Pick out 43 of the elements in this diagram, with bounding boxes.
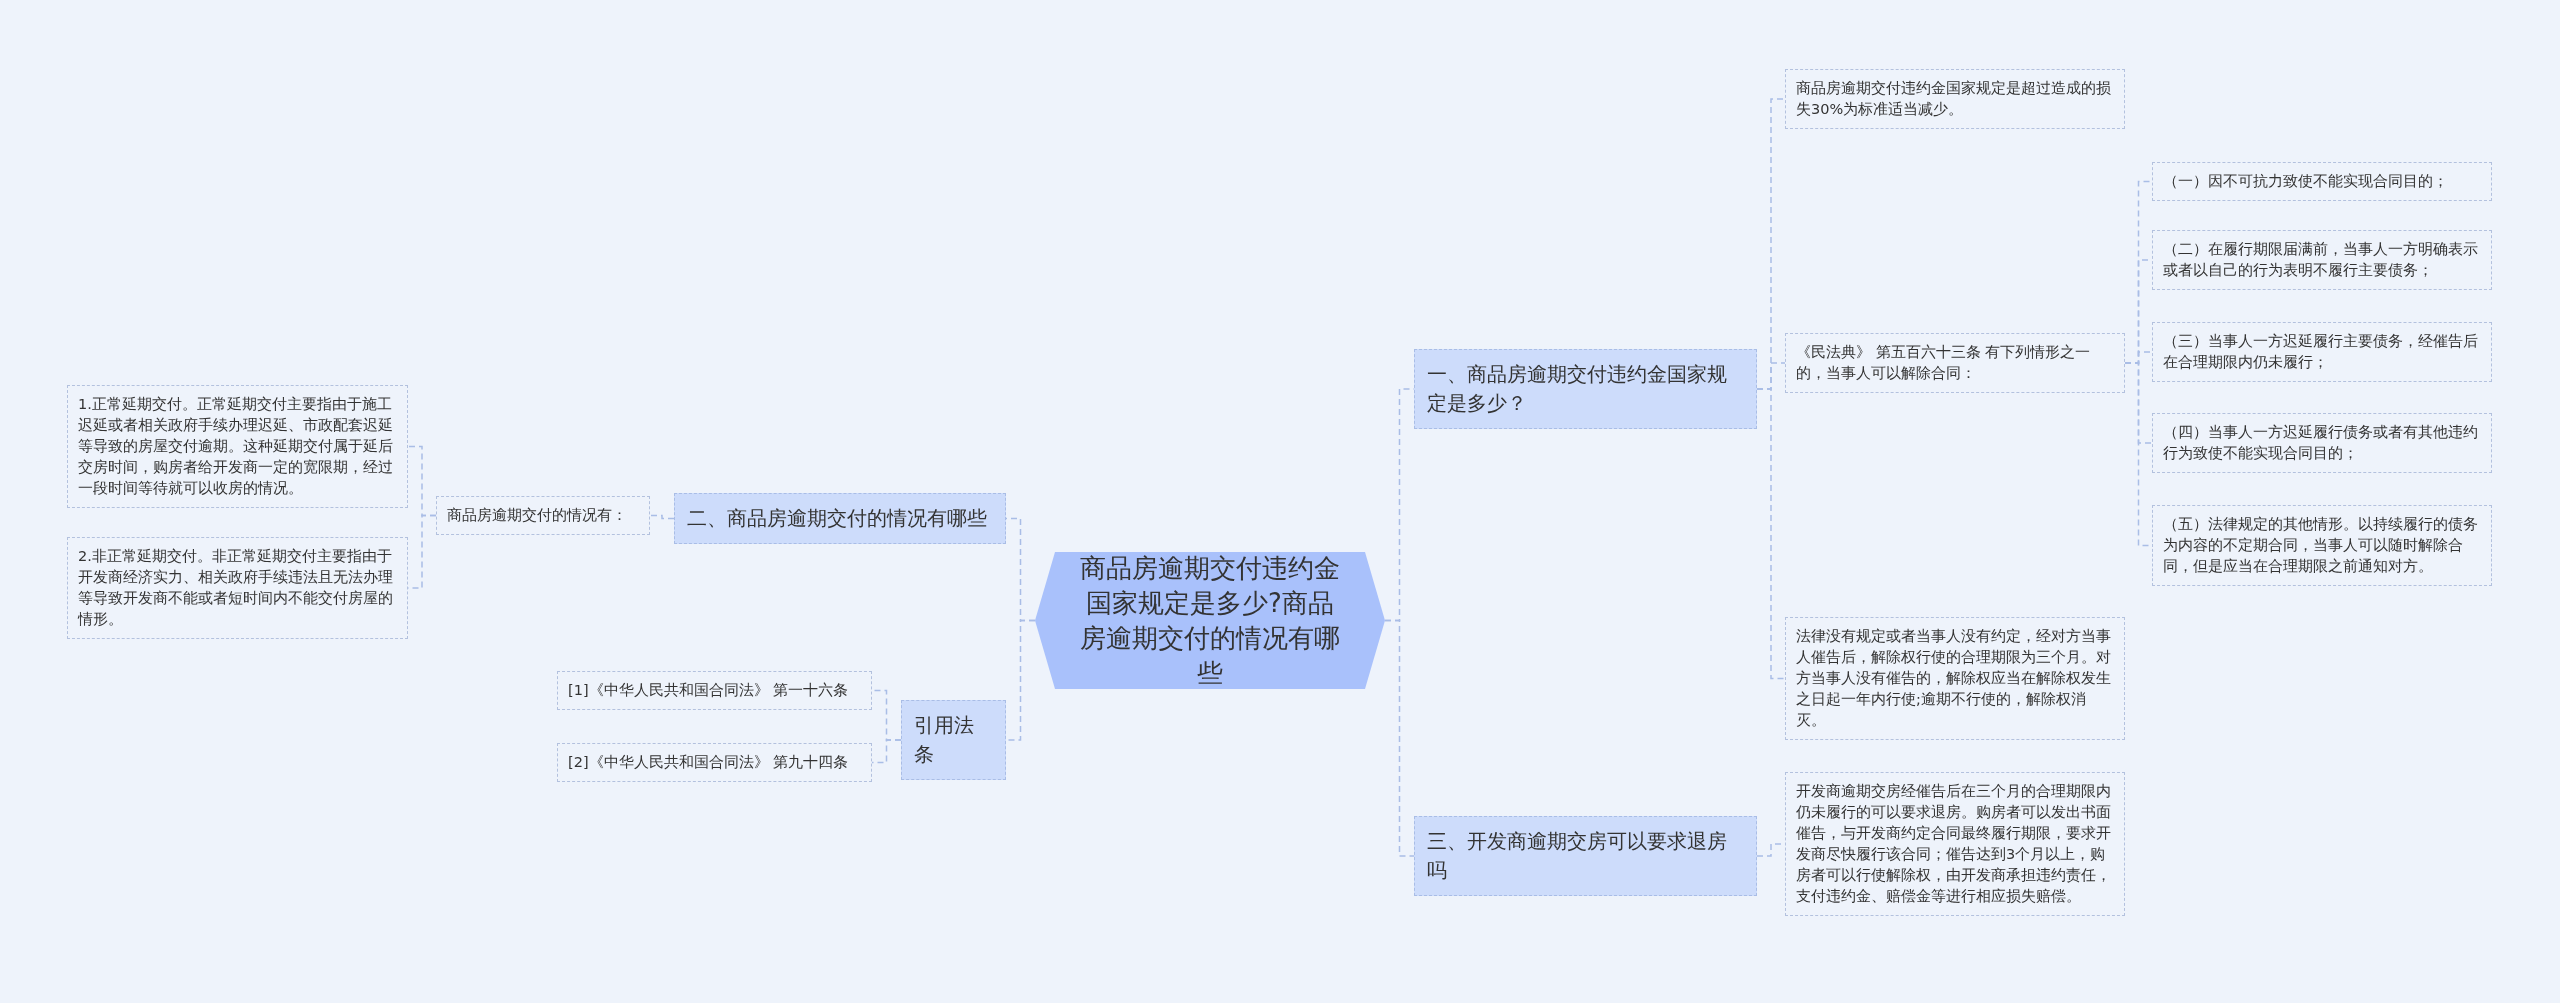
note-box <box>2152 322 2492 382</box>
note-box <box>1785 617 2125 740</box>
note-box <box>557 671 872 710</box>
node-text: 开发商逾期交房经催告后在三个月的合理期限内仍未履行的可以要求退房。购房者可以发出书面催告，与开发商约定合同最终履行期限，要求开发商尽快履行该合同；催告达到3个月以上，购房者可以行使解除权，由开发商承担违约责任，支付违约金、赔偿金等进行相应损失赔偿。 <box>1796 782 2112 906</box>
node-text: [2]《中华人民共和国合同法》 第九十四条 <box>568 753 850 772</box>
node-text: 引用法条 <box>914 712 975 768</box>
node-text: 二、商品房逾期交付的情况有哪些 <box>687 505 988 532</box>
note-box <box>2152 162 2492 201</box>
connector-line <box>871 739 902 764</box>
note-box <box>436 496 650 535</box>
note-box <box>1785 772 2125 916</box>
note-box <box>67 537 408 639</box>
topic-box <box>1414 816 1757 896</box>
node-text: [1]《中华人民共和国合同法》 第一十六条 <box>568 681 850 700</box>
connector-line <box>407 514 437 589</box>
connector-line <box>1384 619 1415 857</box>
node-text: 商品房逾期交付违约金国家规定是超过造成的损失30%为标准适当减少。 <box>1796 79 2112 119</box>
node-text: （一）因不可抗力致使不能实现合同目的； <box>2163 172 2449 191</box>
node-text: 一、商品房逾期交付违约金国家规定是多少？ <box>1427 361 1728 417</box>
node-text: （四）当事人一方迟延履行债务或者有其他违约行为致使不能实现合同目的； <box>2163 423 2479 463</box>
node-text: （三）当事人一方迟延履行主要债务，经催告后在合理期限内仍未履行； <box>2163 332 2479 372</box>
node-text: 三、开发商逾期交房可以要求退房吗 <box>1427 828 1728 884</box>
note-box <box>557 743 872 782</box>
node-text: 商品房逾期交付违约金国家规定是多少?商品房逾期交付的情况有哪些 <box>1079 551 1341 690</box>
topic-box <box>674 493 1006 544</box>
note-box <box>1785 333 2125 393</box>
node-text: 1.正常延期交付。正常延期交付主要指由于施工迟延或者相关政府手续办理迟延、市政配套迟延等导致的房屋交付逾期。这种延期交付属于延后交房时间，购房者给开发商一定的宽限期，经过一段时间等待就可以收房的情况。 <box>78 395 394 498</box>
node-text: 2.非正常延期交付。非正常延期交付主要指由于开发商经济实力、相关政府手续违法且无法办理等导致开发商不能或者短时间内不能交付房屋的情形。 <box>78 547 394 629</box>
note-box <box>2152 230 2492 290</box>
connector-line <box>649 514 675 520</box>
node-text: （五）法律规定的其他情形。以持续履行的债务为内容的不定期合同，当事人可以随时解除合同，但是应当在合理期限之前通知对方。 <box>2163 515 2479 576</box>
note-box <box>2152 505 2492 586</box>
note-box <box>67 385 408 508</box>
node-text: （二）在履行期限届满前，当事人一方明确表示或者以自己的行为表明不履行主要债务； <box>2163 240 2479 280</box>
connector-line <box>1756 388 1786 680</box>
topic-box <box>1414 349 1757 429</box>
note-box <box>2152 413 2492 473</box>
node-text: 法律没有规定或者当事人没有约定，经对方当事人催告后，解除权行使的合理期限为三个月。对方当事人没有催告的，解除权应当在解除权发生之日起一年内行使;逾期不行使的，解除权消灭。 <box>1796 627 2112 730</box>
note-box <box>1785 69 2125 129</box>
node-text: 《民法典》 第五百六十三条 有下列情形之一的，当事人可以解除合同： <box>1796 343 2092 383</box>
hexagon-node <box>1035 552 1385 689</box>
node-text: 商品房逾期交付的情况有： <box>447 506 628 525</box>
topic-box <box>901 700 1006 780</box>
